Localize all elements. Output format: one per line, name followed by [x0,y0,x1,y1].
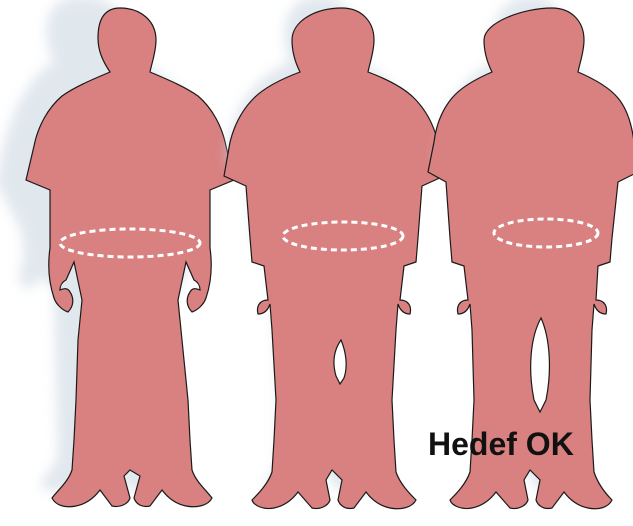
figure-medium [224,0,444,509]
caption-text: Hedef OK [428,424,574,464]
figure-large [0,0,234,507]
figure-medium-body [224,8,444,509]
